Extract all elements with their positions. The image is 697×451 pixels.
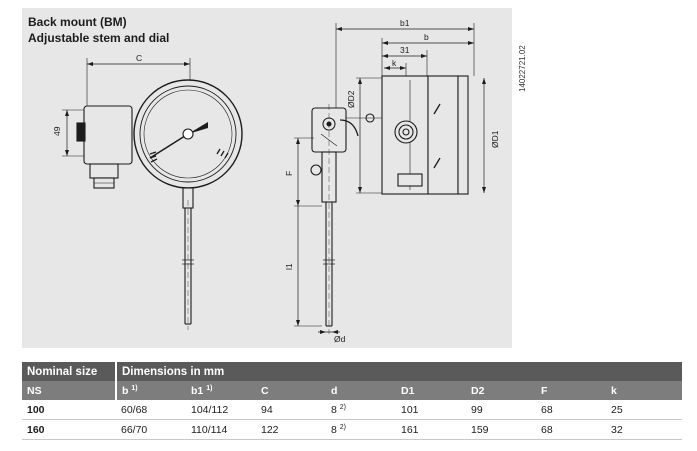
cell-d2: 159 [466,419,536,440]
cell-b: 66/70 [116,419,186,440]
figure-title-stem: Adjustable stem and dial [28,31,170,45]
document-id: 14022721.02 [518,45,527,92]
figure-title-mount: Back mount (BM) [28,15,127,29]
cell-ns: 100 [22,400,116,420]
cell-d: 8 2) [326,419,396,440]
dim-label-b: b [424,32,429,42]
dim-label-l1: l1 [284,263,294,270]
column-header-ns: NS [22,381,117,400]
front-view [62,58,243,330]
cell-b: 60/68 [116,400,186,420]
technical-drawing-panel: Back mount (BM) Adjustable stem and dial… [22,8,527,348]
dim-label-d1: ØD1 [490,130,500,148]
column-header-b1: b1 1) [186,381,256,400]
cell-k: 25 [606,400,682,420]
dim-label-f: F [284,171,294,176]
column-header-k: k [606,381,682,400]
table-row: 100 60/68 104/112 94 8 2) 101 99 68 25 [22,400,682,420]
column-header-c: C [256,381,326,400]
group-header-nominal-size: Nominal size [22,362,117,381]
group-header-dimensions: Dimensions in mm [116,362,682,381]
dim-label-k: k [392,58,397,68]
column-header-d1: D1 [396,381,466,400]
cell-f: 68 [536,419,606,440]
cell-d2: 99 [466,400,536,420]
figure-title: Back mount (BM) Adjustable stem and dial [28,14,169,46]
column-header-d2: D2 [466,381,536,400]
cell-c: 122 [256,419,326,440]
cell-b1: 104/112 [186,400,256,420]
column-header-d: d [326,381,396,400]
column-header-b: b 1) [116,381,186,400]
table-row: 160 66/70 110/114 122 8 2) 161 159 68 32 [22,419,682,440]
column-header-f: F [536,381,606,400]
dim-label-d: Ød [334,334,346,344]
gauge-drawing: C 49 b1 b 31 k ØD2 ØD1 F l1 Ød [52,18,500,344]
cell-d1: 101 [396,400,466,420]
dim-label-b1: b1 [400,18,410,28]
cell-c: 94 [256,400,326,420]
dim-label-c: C [136,53,142,63]
cell-d1: 161 [396,419,466,440]
cell-b1: 110/114 [186,419,256,440]
table-group-header-row: Nominal size Dimensions in mm [22,362,682,381]
cell-ns: 160 [22,419,116,440]
cell-f: 68 [536,400,606,420]
cell-k: 32 [606,419,682,440]
dim-label-31: 31 [400,45,410,55]
table-column-header-row: NS b 1) b1 1) C d D1 D2 F k [22,381,682,400]
dimensions-table: Nominal size Dimensions in mm NS b 1) b1… [22,362,682,440]
cell-d: 8 2) [326,400,396,420]
dim-label-d2: ØD2 [346,90,356,108]
dim-label-49: 49 [52,126,62,136]
side-view [294,23,486,334]
